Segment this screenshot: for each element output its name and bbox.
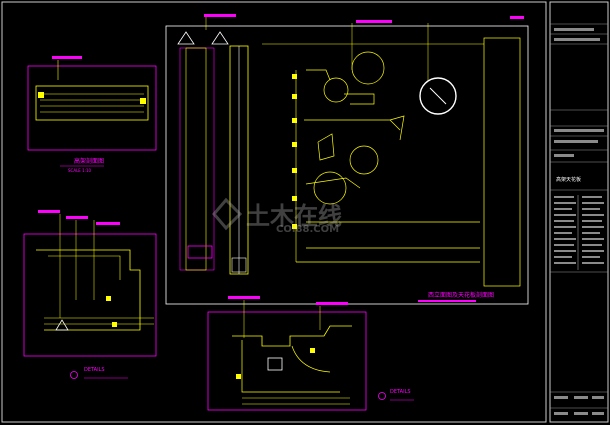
watermark-logo-icon xyxy=(212,197,243,231)
wall-clock-icon xyxy=(419,77,457,115)
detail-top-left-scale: SCALE 1:10 xyxy=(68,168,92,173)
bottom-detail-right-label: DETAILS xyxy=(390,389,411,395)
main-elevation-title: 西立面图及天花板剖面图 xyxy=(428,292,495,299)
watermark-text-cn: 土木在线 xyxy=(246,202,342,230)
title-block-frame xyxy=(549,1,609,423)
detail-top-left xyxy=(27,56,157,167)
detail-bottom-center xyxy=(207,296,414,411)
bottom-detail-left-label: DETAILS xyxy=(84,367,105,373)
detail-top-left-label: 高架剖面图 xyxy=(74,158,105,165)
main-elevation xyxy=(165,14,529,305)
watermark-text-en: COI88.COM xyxy=(276,224,340,235)
drawing-border xyxy=(1,1,547,423)
title-block-rows xyxy=(554,28,604,415)
title-block xyxy=(550,23,608,409)
title-block-drawing-name: 高架天花板 xyxy=(556,177,582,183)
detail-bottom-left xyxy=(23,210,157,379)
